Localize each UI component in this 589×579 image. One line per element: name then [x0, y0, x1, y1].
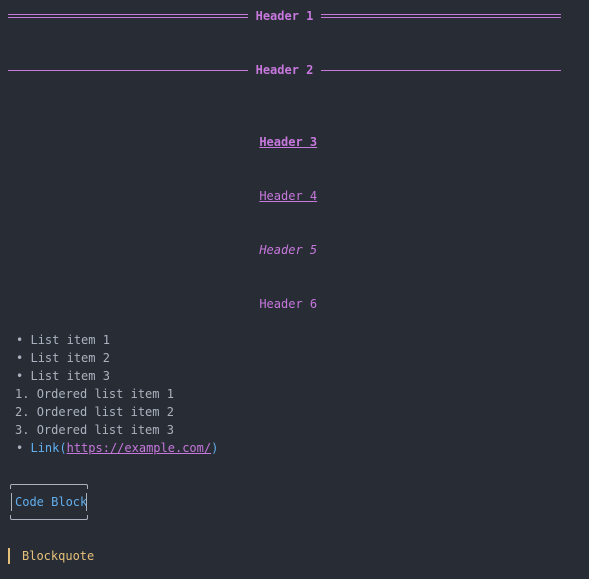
- list-item-text: List item 1: [30, 333, 110, 347]
- list-item: • List item 1: [16, 331, 589, 349]
- ordered-list-item: 3. Ordered list item 3: [15, 421, 589, 439]
- ordered-marker: 1.: [15, 387, 30, 401]
- header-3-line: Header 3: [0, 115, 562, 149]
- code-block-bottom-border: [10, 515, 88, 520]
- header-4-text: Header 4: [259, 189, 318, 203]
- list-item-text: List item 2: [30, 351, 110, 365]
- ordered-list-item: 2. Ordered list item 2: [15, 403, 589, 421]
- header-1-right-rule: [321, 14, 562, 18]
- code-block-right-border: [86, 493, 87, 511]
- bullet-icon: •: [16, 351, 24, 365]
- list-item-text: List item 3: [30, 369, 110, 383]
- list-item: • List item 2: [16, 349, 589, 367]
- blockquote-bar: [8, 548, 10, 564]
- header-2-line: Header 2: [8, 61, 562, 79]
- code-block-top-border: [10, 484, 88, 489]
- header-4-line: Header 4: [0, 169, 562, 203]
- link-label[interactable]: Link: [30, 441, 60, 455]
- bullet-icon: •: [16, 441, 24, 455]
- header-6-line: Header 6: [0, 277, 562, 311]
- bullet-icon: •: [16, 333, 24, 347]
- link-list-item: • Link(https://example.com/): [16, 439, 589, 457]
- header-1-text: Header 1: [255, 9, 314, 23]
- list-item: • List item 3: [16, 367, 589, 385]
- header-3-text: Header 3: [259, 135, 318, 149]
- header-1-left-rule: [8, 14, 248, 18]
- ordered-list-item: 1. Ordered list item 1: [15, 385, 589, 403]
- ordered-item-text: Ordered list item 2: [36, 405, 174, 419]
- link-open-paren: (: [59, 441, 67, 455]
- link-close-paren: ): [211, 441, 219, 455]
- code-block-text: Code Block: [15, 495, 88, 509]
- ordered-marker: 3.: [15, 423, 30, 437]
- header-1-line: Header 1: [8, 7, 562, 25]
- ordered-item-text: Ordered list item 1: [36, 387, 174, 401]
- ordered-marker: 2.: [15, 405, 30, 419]
- code-block: Code Block: [10, 484, 88, 520]
- code-block-left-border: [11, 493, 12, 511]
- header-2-text: Header 2: [255, 63, 314, 77]
- ordered-item-text: Ordered list item 3: [36, 423, 174, 437]
- header-5-text: Header 5: [259, 243, 318, 257]
- bullet-icon: •: [16, 369, 24, 383]
- header-2-left-rule: [8, 69, 248, 71]
- blockquote-text: Blockquote: [22, 549, 95, 563]
- header-2-right-rule: [321, 69, 562, 71]
- header-5-line: Header 5: [0, 223, 562, 257]
- header-6-text: Header 6: [259, 297, 318, 311]
- link-url[interactable]: https://example.com/: [66, 441, 212, 455]
